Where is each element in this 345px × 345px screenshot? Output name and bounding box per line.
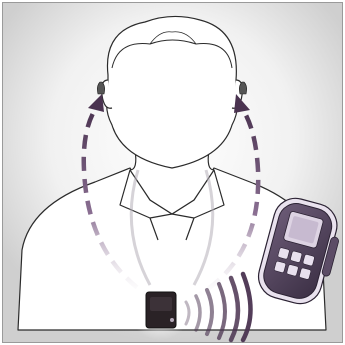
streamer-receiver-device (130, 284, 190, 340)
